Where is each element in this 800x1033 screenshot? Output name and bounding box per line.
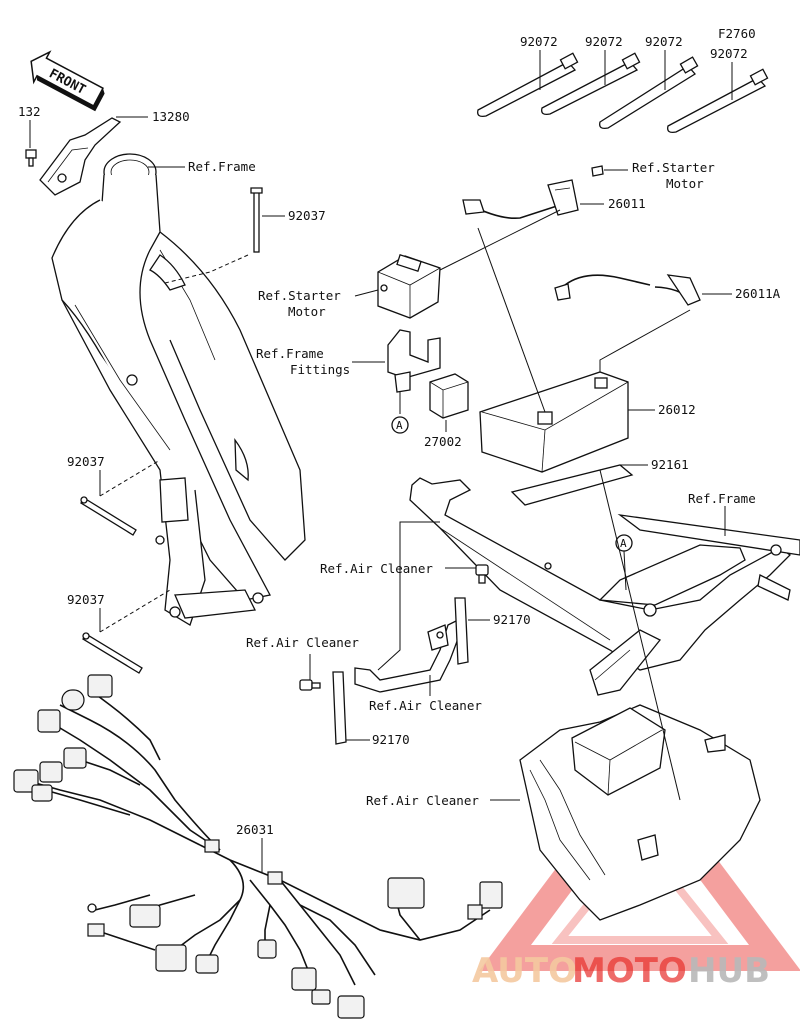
air-cleaner-bracket (354, 619, 463, 693)
label-ref-starter-motor-left-2: Motor (288, 304, 326, 319)
strap-92170-right (454, 597, 469, 665)
battery-26012 (479, 371, 629, 473)
label-ref-starter-motor-right-1: Ref.Starter (632, 160, 715, 175)
strap-92170-left (332, 671, 347, 745)
label-92072-4: 92072 (710, 46, 748, 61)
tie-strap-92072-2 (541, 52, 641, 116)
label-92170-left: 92170 (372, 732, 410, 747)
bolt-132 (25, 149, 37, 167)
label-92072-3: 92072 (645, 34, 683, 49)
cable-26011 (462, 165, 604, 220)
label-13280: 13280 (152, 109, 190, 124)
svg-text:A: A (620, 537, 627, 550)
bracket-13280 (39, 117, 122, 196)
label-ref-starter-motor-left-1: Ref.Starter (258, 288, 341, 303)
relay-bracket (387, 329, 441, 393)
watermark-text: AUTO MOTO HUB (472, 951, 770, 991)
label-92037-low: 92037 (67, 592, 105, 607)
label-26011a: 26011A (735, 286, 781, 301)
tie-strap-92072-1 (477, 52, 579, 118)
main-harness-26031 (24, 689, 491, 986)
label-ref-air-cleaner-4: Ref.Air Cleaner (366, 793, 479, 808)
air-cleaner-box (519, 704, 761, 921)
label-92170-right: 92170 (493, 612, 531, 627)
svg-text:HUB: HUB (688, 951, 770, 991)
label-ref-air-cleaner-3: Ref.Air Cleaner (369, 698, 482, 713)
label-ref-air-cleaner-2: Ref.Air Cleaner (246, 635, 359, 650)
clip-92037-mid (80, 496, 137, 536)
label-26031: 26031 (236, 822, 274, 837)
label-ref-frame-fittings-1: Ref.Frame (256, 346, 324, 361)
label-132: 132 (18, 104, 41, 119)
label-92072-1: 92072 (520, 34, 558, 49)
label-ref-frame-fittings-2: Fittings (290, 362, 350, 377)
label-26012: 26012 (658, 402, 696, 417)
label-92072-2: 92072 (585, 34, 623, 49)
harness-connectors (13, 674, 503, 1019)
label-26011: 26011 (608, 196, 646, 211)
clip-92037-low (82, 632, 143, 674)
bolt-air-cleaner-right (475, 564, 489, 584)
label-ref-frame-top: Ref.Frame (188, 159, 256, 174)
callout-a-right: A (615, 534, 633, 591)
label-ref-air-cleaner-1: Ref.Air Cleaner (320, 561, 433, 576)
label-ref-frame-right: Ref.Frame (688, 491, 756, 506)
label-92037-mid: 92037 (67, 454, 105, 469)
clip-92037-top (250, 187, 263, 253)
part-labels: F2760 132 13280 Ref.Frame 92037 92072 92… (18, 26, 781, 837)
svg-text:A: A (396, 419, 403, 432)
label-92161: 92161 (651, 457, 689, 472)
tie-strap-92072-4 (667, 68, 769, 134)
figure-code: F2760 (718, 26, 756, 41)
svg-text:AUTO: AUTO (472, 951, 577, 991)
pad-92161 (510, 464, 634, 506)
bolt-air-cleaner-left (299, 679, 321, 691)
tie-strap-92072-3 (599, 56, 699, 130)
fuse-27002 (429, 373, 469, 419)
label-ref-starter-motor-right-2: Motor (666, 176, 704, 191)
callout-a-left: A (391, 392, 409, 434)
svg-text:MOTO: MOTO (572, 951, 687, 991)
leader-lines (29, 50, 733, 872)
starter-relay (377, 254, 441, 319)
label-92037-top: 92037 (288, 208, 326, 223)
frame-outline (51, 153, 306, 626)
cable-26011a (554, 274, 701, 306)
label-27002: 27002 (424, 434, 462, 449)
